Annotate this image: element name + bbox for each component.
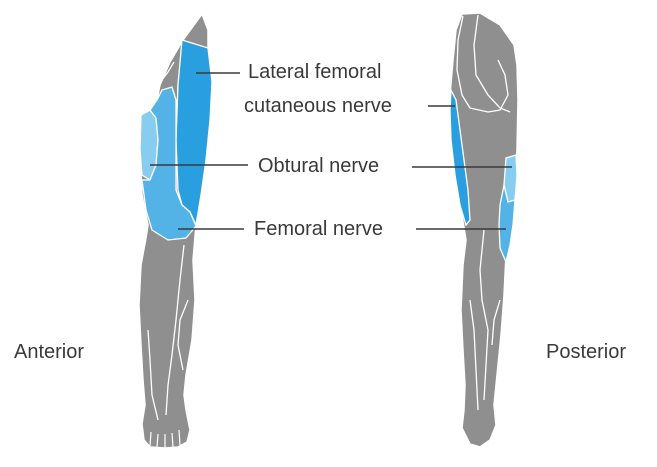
label-obturator-nerve: Obtural nerve — [258, 156, 379, 176]
posterior-leg — [450, 13, 518, 447]
label-lateral-femoral-line2: cutaneous nerve — [244, 96, 392, 116]
label-anterior: Anterior — [14, 342, 84, 362]
label-femoral-nerve: Femoral nerve — [254, 219, 383, 239]
label-lateral-femoral-line1: Lateral femoral — [248, 62, 381, 82]
anterior-lateral-femoral-region — [176, 40, 212, 225]
anterior-leg — [139, 14, 212, 448]
label-posterior: Posterior — [546, 342, 626, 362]
